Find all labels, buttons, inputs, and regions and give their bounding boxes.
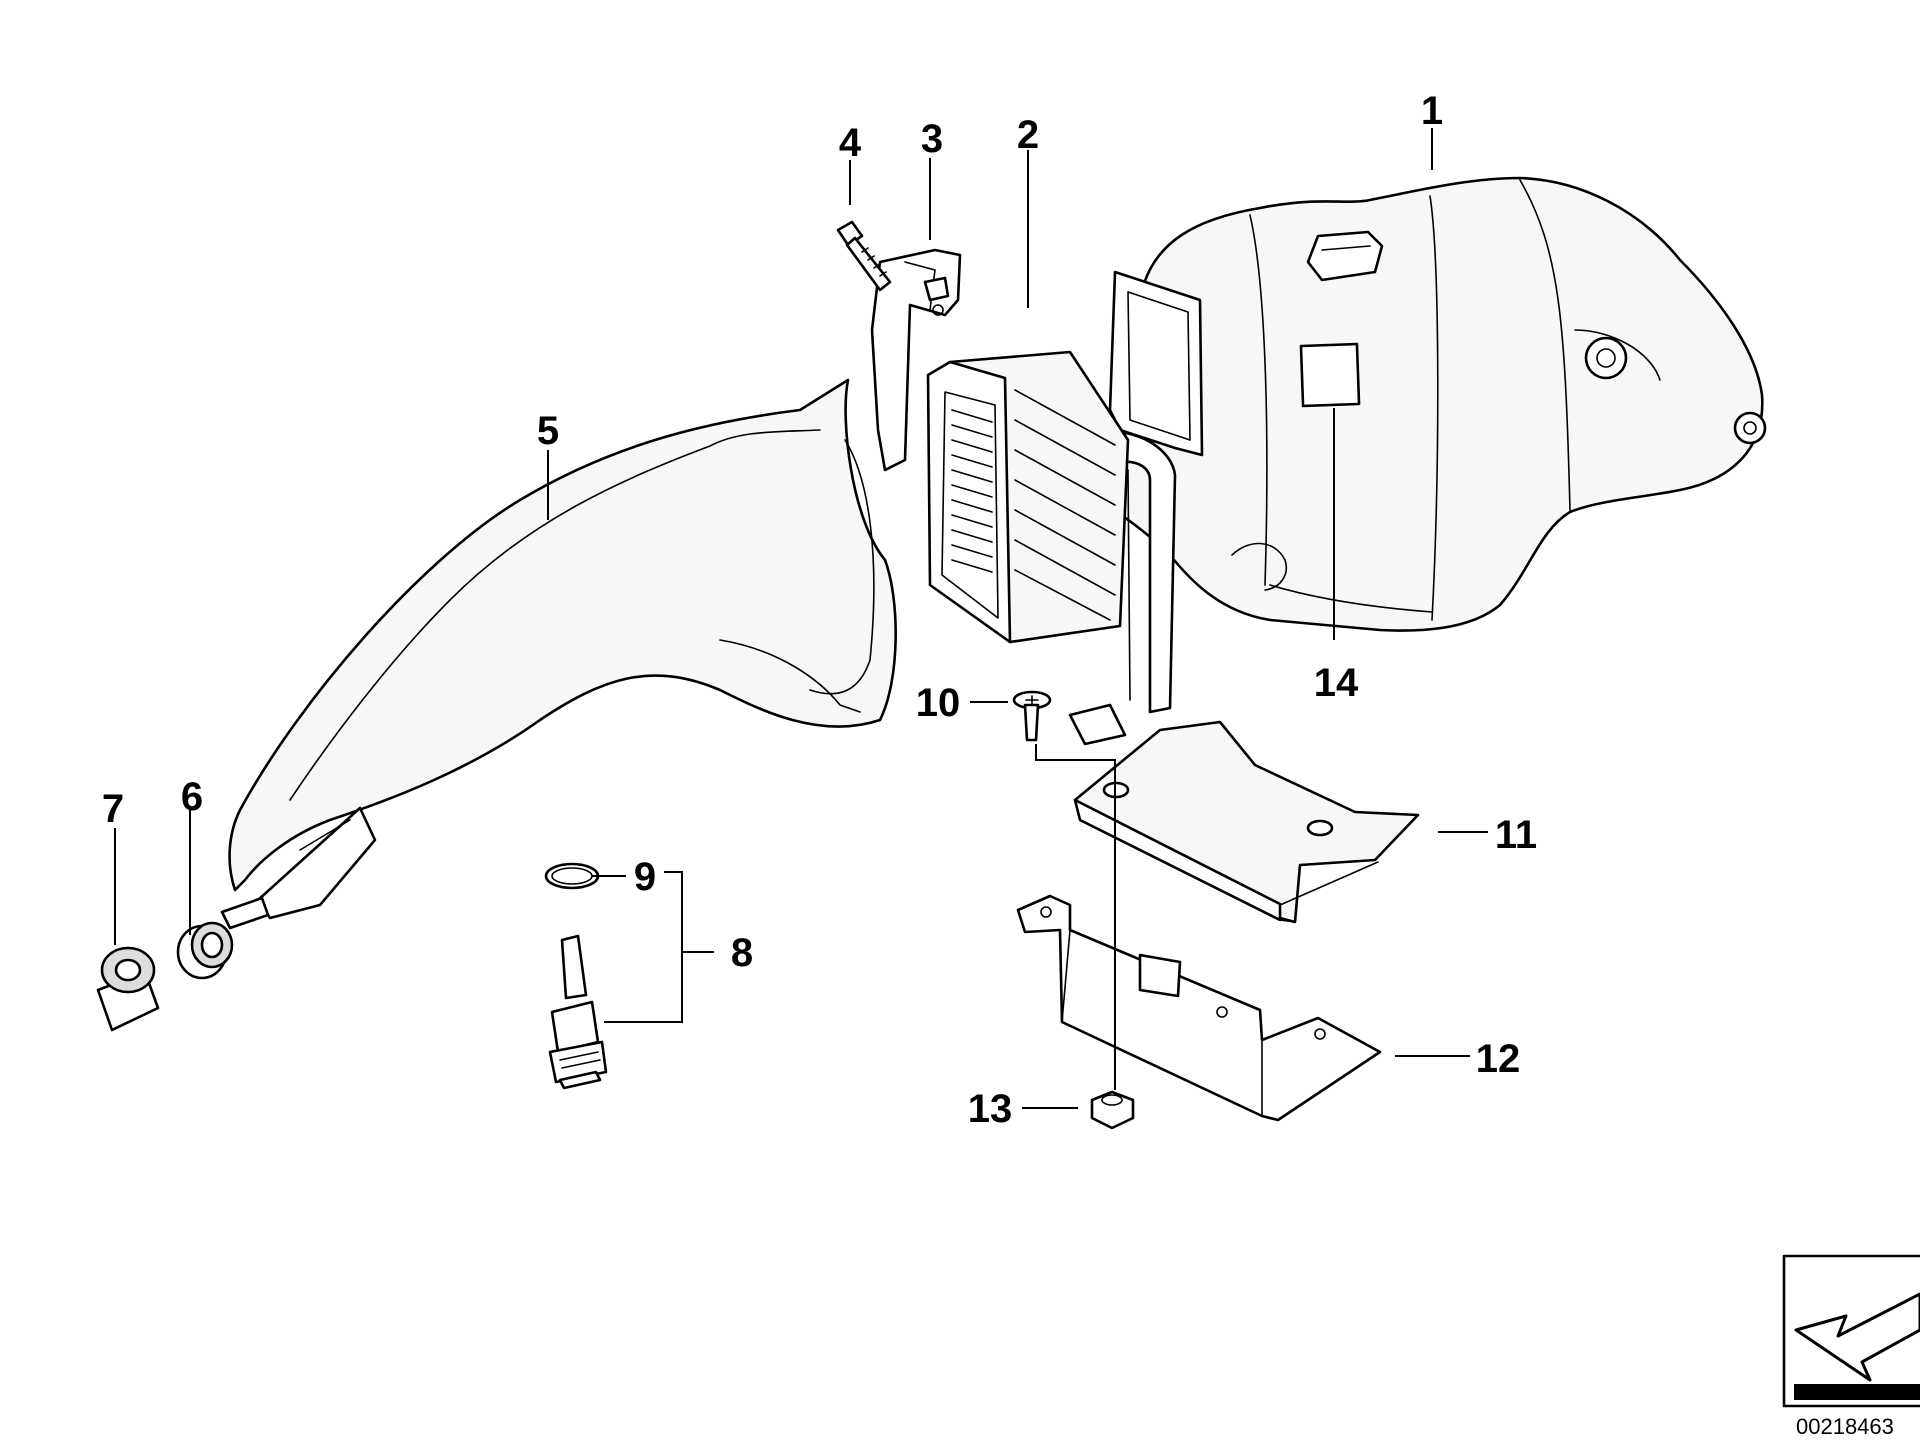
- callout-9: 9: [634, 855, 656, 899]
- hex-nut: [1090, 1090, 1135, 1130]
- air-filter-element: [926, 350, 1130, 644]
- callout-10: 10: [916, 681, 961, 725]
- air-box-housing: [1068, 176, 1767, 746]
- diagram-number: 00218463: [1796, 1414, 1894, 1439]
- intake-duct: [220, 378, 897, 930]
- temperature-sensor: [548, 934, 608, 1090]
- mounting-bracket: [870, 248, 962, 472]
- rubber-plug: [96, 946, 160, 1032]
- arrow-icon: [1794, 1292, 1920, 1400]
- lower-bracket: [1016, 894, 1382, 1122]
- callout-6: 6: [181, 775, 203, 819]
- callout-12: 12: [1476, 1037, 1521, 1081]
- callout-8: 8: [731, 931, 753, 975]
- callout-4: 4: [839, 121, 862, 165]
- callout-1: 1: [1421, 89, 1443, 133]
- grommet: [176, 921, 234, 980]
- leader-lines: [114, 128, 1488, 1109]
- callout-13: 13: [968, 1087, 1013, 1131]
- screw: [1012, 690, 1052, 742]
- callout-7: 7: [102, 787, 124, 831]
- view-direction-symbol: [1782, 1254, 1920, 1408]
- holder-plate: [1073, 720, 1420, 924]
- callout-11: 11: [1495, 813, 1537, 857]
- callout-3: 3: [921, 117, 943, 161]
- bolt: [836, 220, 892, 292]
- callouts: 1 2 3 4 5 6 7 8 9 10 11 12 13 14: [102, 89, 1537, 1131]
- callout-14: 14: [1314, 661, 1359, 705]
- callout-2: 2: [1017, 113, 1039, 157]
- o-ring: [544, 862, 600, 890]
- callout-5: 5: [537, 409, 559, 453]
